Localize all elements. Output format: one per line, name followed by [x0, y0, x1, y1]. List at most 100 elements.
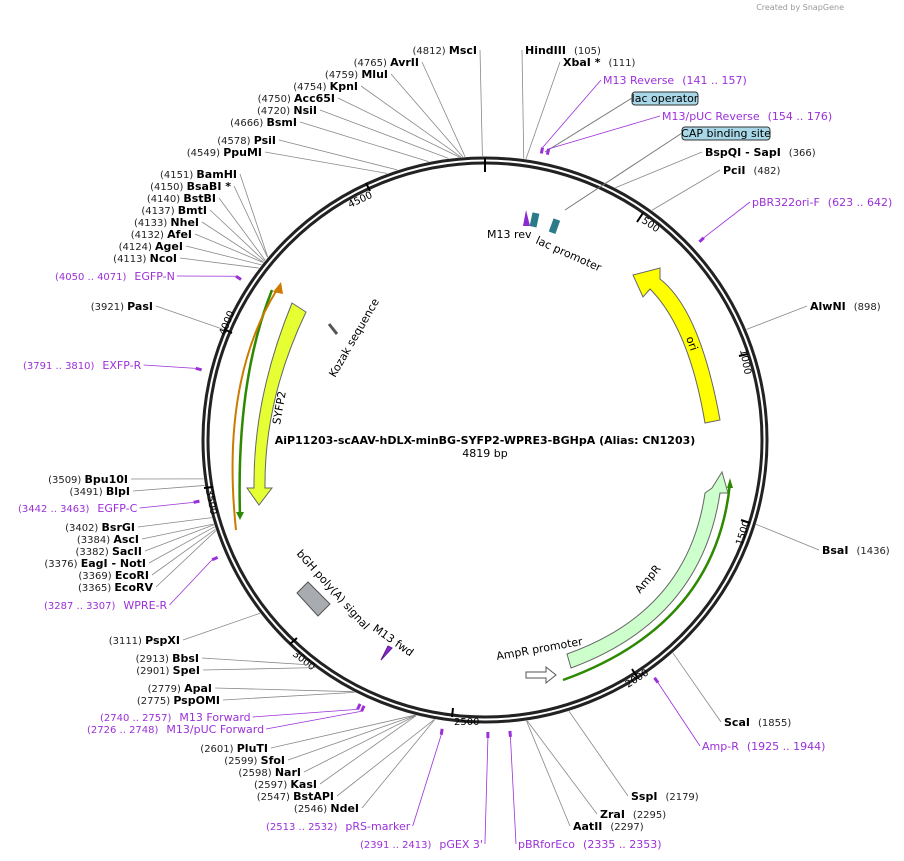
enzyme-site-nsii[interactable]: (4720) NsiI: [257, 104, 449, 159]
enzyme-leader-line: [390, 73, 464, 158]
primer-amp-r[interactable]: Amp-R(1925 .. 1944): [653, 676, 826, 753]
enzyme-label: (3376) EagI - NotI: [44, 557, 146, 570]
primer-prs-marker[interactable]: (2513 .. 2532)pRS-marker: [266, 728, 444, 833]
enzyme-site-bsmi[interactable]: (4666) BsmI: [230, 116, 429, 163]
feature-ori[interactable]: ori: [632, 267, 721, 424]
enzyme-site-bamhi[interactable]: (4151) BamHI: [160, 168, 269, 258]
enzyme-label: (2913) BbsI: [136, 652, 199, 665]
primer-m13-puc-forward[interactable]: (2726 .. 2748)M13/pUC Forward: [87, 705, 366, 736]
enzyme-site-sacii[interactable]: (3382) SacII: [76, 524, 215, 558]
primer-pbr322ori-f[interactable]: pBR322ori-F(623 .. 642): [698, 196, 892, 243]
primer-exfp-r[interactable]: (3791 .. 3810)EXFP-R: [23, 359, 202, 372]
enzyme-site-pspxi[interactable]: (3111) PspXI: [109, 612, 261, 647]
enzyme-label: (2901) SpeI: [136, 664, 200, 677]
enzyme-leader-line: [202, 667, 316, 671]
primer-leader-line: [542, 79, 602, 148]
enzyme-site-pspomi[interactable]: (2775) PspOMI: [137, 691, 355, 707]
enzyme-leader-line: [361, 719, 436, 809]
enzyme-site-ecori[interactable]: (3369) EcoRI: [78, 528, 216, 582]
enzyme-site-ecorv[interactable]: (3365) EcoRV: [78, 530, 217, 594]
enzyme-site-bpu10i[interactable]: (3509) Bpu10I: [48, 473, 204, 486]
primer-egfp-n[interactable]: (4050 .. 4071)EGFP-N: [55, 270, 242, 283]
enzyme-site-ndei[interactable]: (2546) NdeI: [294, 719, 436, 815]
enzyme-site-xbai-[interactable]: XbaI *(111): [525, 56, 635, 160]
enzyme-site-kasi[interactable]: (2597) KasI: [254, 715, 417, 791]
primer-m13-reverse[interactable]: M13 Reverse(141 .. 157): [539, 74, 747, 154]
enzyme-label: (2546) NdeI: [294, 802, 359, 815]
primer-m13-puc-reverse[interactable]: M13/pUC Reverse(154 .. 176): [545, 110, 832, 156]
lac-operator-box[interactable]: lac operator: [544, 91, 699, 153]
enzyme-leader-line: [264, 151, 388, 174]
primer-wpre-r[interactable]: (3287 .. 3307)WPRE-R: [44, 555, 219, 612]
enzyme-label: (4132) AfeI: [131, 228, 192, 241]
enzyme-label: (2775) PspOMI: [137, 694, 220, 707]
enzyme-leader-line: [525, 61, 561, 160]
enzyme-site-apai[interactable]: (2779) ApaI: [148, 682, 354, 695]
enzyme-site-scai[interactable]: ScaI(1855): [672, 652, 791, 729]
feature-bgh-polya[interactable]: bGH poly(A) signal: [294, 547, 372, 632]
feature-m13-fwd[interactable]: M13 fwd: [370, 622, 416, 661]
feature-lac-region[interactable]: M13 rev lac promoter: [487, 210, 604, 275]
enzyme-site-blpi[interactable]: (3491) BlpI: [69, 485, 205, 498]
enzyme-site-spei[interactable]: (2901) SpeI: [136, 664, 316, 677]
primer-m13-forward[interactable]: (2740 .. 2757)M13 Forward: [100, 703, 362, 724]
enzyme-site-ppumi[interactable]: (4549) PpuMI: [187, 146, 388, 174]
enzyme-leader-line: [218, 197, 266, 261]
enzyme-site-sfoi[interactable]: (2599) SfoI: [224, 714, 416, 767]
enzyme-site-pasi[interactable]: (3921) PasI: [91, 300, 224, 330]
enzyme-site-avrii[interactable]: (4765) AvrII: [354, 56, 466, 157]
enzyme-site-agei[interactable]: (4124) AgeI: [119, 240, 262, 266]
tick-label-3000: 3000: [290, 649, 317, 673]
enzyme-site-bmti[interactable]: (4137) BmtI: [141, 204, 265, 262]
enzyme-site-psii[interactable]: (4578) PsiI: [217, 134, 398, 171]
enzyme-site-afei[interactable]: (4132) AfeI: [131, 228, 264, 263]
enzyme-site-pluti[interactable]: (2601) PluTI: [200, 714, 415, 755]
enzyme-site-nhei[interactable]: (4133) NheI: [134, 216, 264, 263]
enzyme-site-alwni[interactable]: AlwNI(898): [746, 300, 881, 330]
enzyme-site-kpni[interactable]: (4754) KpnI: [293, 80, 462, 158]
enzyme-site-asci[interactable]: (3384) AscI: [77, 523, 214, 546]
primer-label: (4050 .. 4071)EGFP-N: [55, 270, 175, 283]
enzyme-site-bspqi-sapi[interactable]: BspQI - SapI(366): [615, 146, 816, 189]
primer-leader-line: [252, 708, 358, 718]
enzyme-site-hindiii[interactable]: HindIII(105): [521, 44, 601, 159]
tick-label-1000: 1000: [737, 348, 753, 375]
enzyme-site-pcii[interactable]: PciI(482): [651, 164, 780, 211]
feature-syfp2[interactable]: SYFP2: [231, 282, 307, 531]
enzyme-label: (4578) PsiI: [217, 134, 276, 147]
enzyme-site-bstbi[interactable]: (4140) BstBI: [147, 192, 266, 261]
enzyme-site-msci[interactable]: (4812) MscI: [412, 44, 483, 157]
enzyme-site-bbsi[interactable]: (2913) BbsI: [136, 652, 312, 666]
primer-leader-line: [657, 682, 701, 747]
enzyme-site-zrai[interactable]: ZraI(2295): [526, 720, 666, 821]
enzyme-leader-line: [526, 720, 571, 827]
primer-pbrforeco[interactable]: pBRforEco(2335 .. 2353): [508, 730, 662, 851]
enzyme-site-sspi[interactable]: SspI(2179): [568, 711, 699, 803]
enzyme-site-bsai[interactable]: BsaI(1436): [756, 523, 890, 557]
enzyme-site-ncoi[interactable]: (4113) NcoI: [113, 252, 260, 269]
enzyme-leader-line: [201, 221, 264, 263]
primer-leader-line: [139, 501, 194, 509]
enzyme-leader-line: [336, 719, 435, 797]
primer-label: M13 Reverse(141 .. 157): [603, 74, 747, 87]
enzyme-site-mlui[interactable]: (4759) MluI: [325, 68, 464, 158]
enzyme-label: (2599) SfoI: [224, 754, 285, 767]
enzyme-site-bsabi-[interactable]: (4150) BsaBI *: [150, 180, 268, 258]
cap-binding-site-box[interactable]: CAP binding site: [564, 126, 771, 211]
enzyme-site-nari[interactable]: (2598) NarI: [238, 715, 417, 779]
primer-label: pBR322ori-F(623 .. 642): [752, 196, 892, 209]
primer-mark: [211, 555, 219, 562]
tick-label-3500: 3500: [203, 488, 219, 515]
primer-leader-line: [484, 737, 489, 845]
enzyme-label: (4765) AvrII: [354, 56, 419, 69]
enzyme-site-acc65i[interactable]: (4750) Acc65I: [258, 92, 460, 158]
enzyme-site-aatii[interactable]: AatII(2297): [526, 720, 644, 833]
primer-pgex-3-[interactable]: (2391 .. 2413)pGEX 3': [360, 731, 490, 851]
enzyme-site-bstapi[interactable]: (2547) BstAPI: [257, 719, 435, 803]
m13-rev-label: M13 rev: [487, 228, 532, 241]
feature-ampr[interactable]: AmpR: [562, 470, 733, 682]
enzyme-site-bsrgi[interactable]: (3402) BsrGI: [65, 517, 212, 534]
primer-egfp-c[interactable]: (3442 .. 3463)EGFP-C: [18, 499, 200, 515]
enzyme-label: (2547) BstAPI: [257, 790, 334, 803]
enzyme-site-eagi-noti[interactable]: (3376) EagI - NotI: [44, 526, 215, 570]
